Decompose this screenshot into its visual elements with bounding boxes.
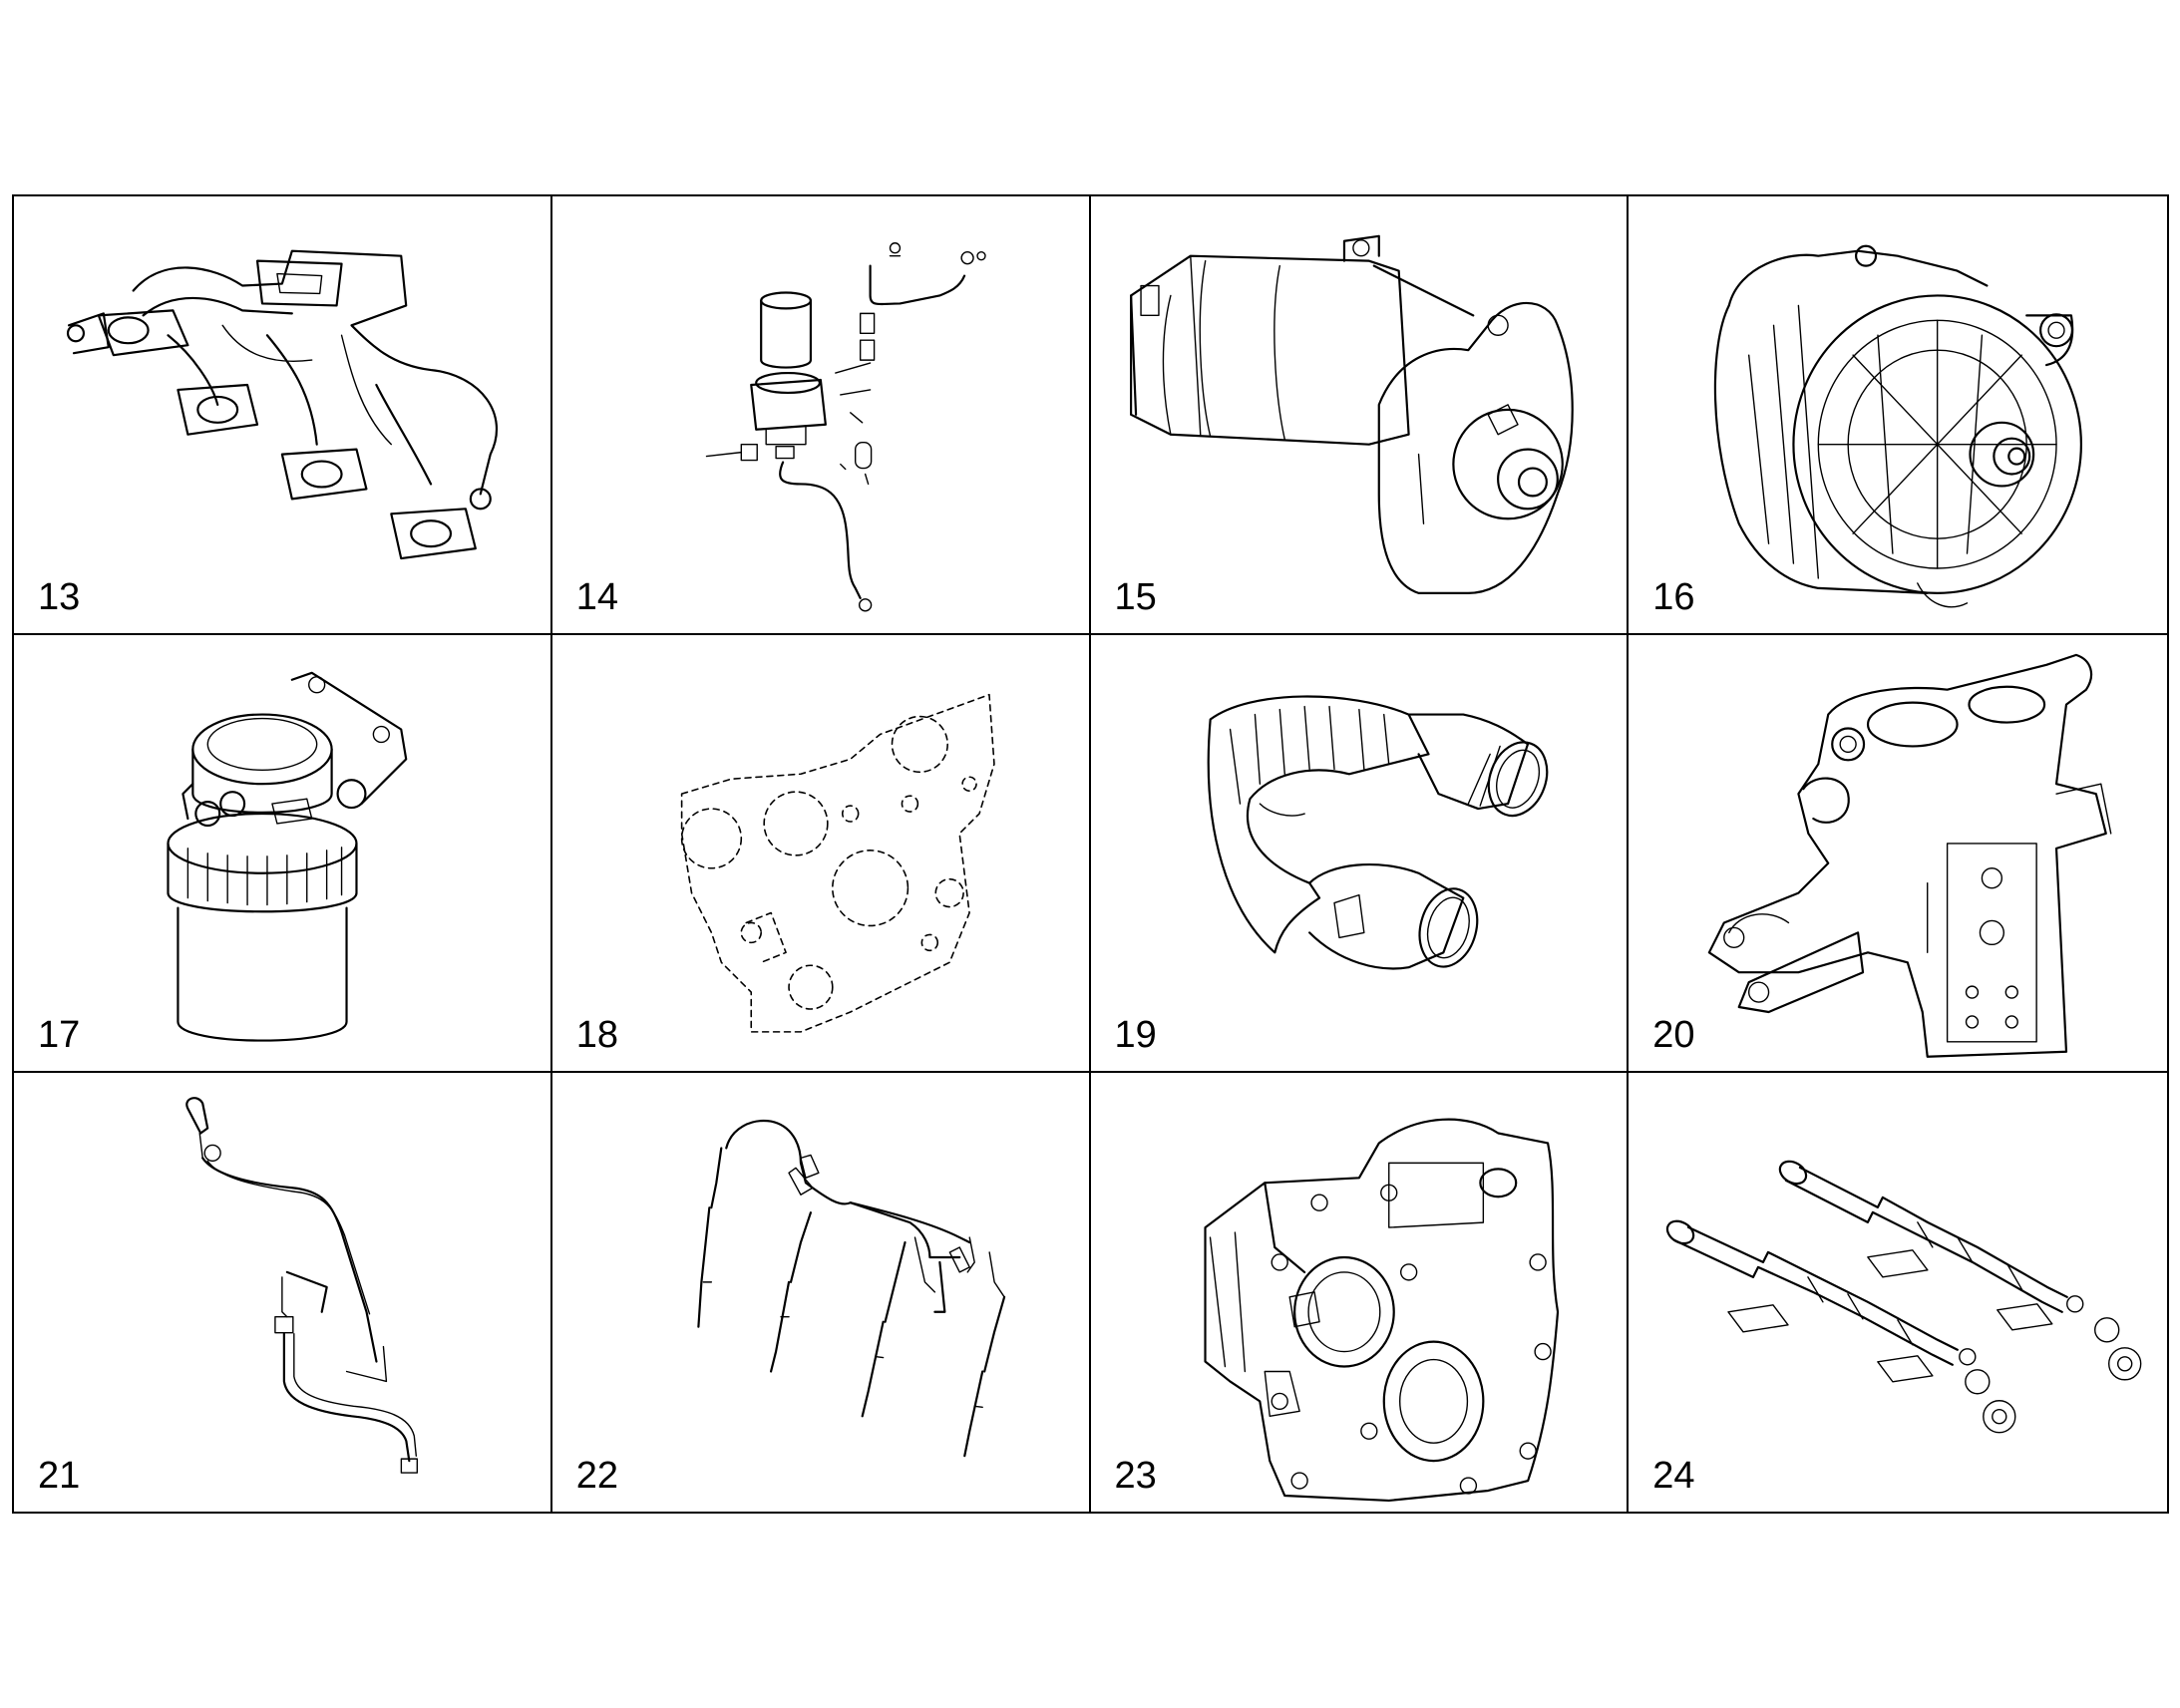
panel-23: 23 [1091, 1073, 1630, 1512]
panel-14: 14 [551, 196, 1091, 635]
panel-label: 20 [1652, 1014, 1695, 1057]
alternator-icon [1714, 244, 2083, 608]
exhaust-manifold-icon [66, 249, 499, 560]
balance-shaft-icon [1666, 1161, 2142, 1434]
glow-plug-harness-icon [697, 1120, 1005, 1458]
panel-label: 23 [1114, 1454, 1157, 1497]
panel-15: 15 [1090, 196, 1630, 635]
panel-label: 22 [575, 1454, 619, 1497]
panel-label: 18 [575, 1014, 619, 1057]
panel-17: 17 [14, 634, 552, 1074]
dipstick-icon [185, 1097, 419, 1475]
panel-label: 14 [575, 575, 619, 618]
starter-motor-icon [1129, 234, 1574, 594]
panel-20: 20 [1629, 635, 2167, 1074]
panel-21: 21 [14, 1073, 552, 1512]
panel-label: 19 [1114, 1014, 1157, 1057]
panel-label: 24 [1652, 1454, 1695, 1497]
parts-grid: 13 14 [12, 194, 2169, 1514]
panel-label: 16 [1652, 575, 1695, 618]
panel-24: 24 [1629, 1073, 2167, 1512]
panel-16: 16 [1629, 196, 2167, 635]
fuel-filter-assembly-icon [705, 242, 986, 612]
panel-label: 13 [38, 575, 81, 618]
bracket-housing-icon [1708, 653, 2112, 1058]
panel-label: 15 [1114, 575, 1157, 618]
panel-13: 13 [14, 196, 552, 635]
gasket-icon [680, 693, 995, 1033]
panel-18: 18 [551, 634, 1091, 1074]
intake-hose-icon [1207, 695, 1548, 970]
panel-19: 19 [1090, 634, 1630, 1074]
fuel-filter-icon [167, 671, 408, 1042]
timing-cover-icon [1203, 1118, 1559, 1503]
panel-label: 17 [38, 1014, 81, 1057]
panel-label: 21 [38, 1454, 81, 1497]
panel-22: 22 [552, 1073, 1091, 1512]
